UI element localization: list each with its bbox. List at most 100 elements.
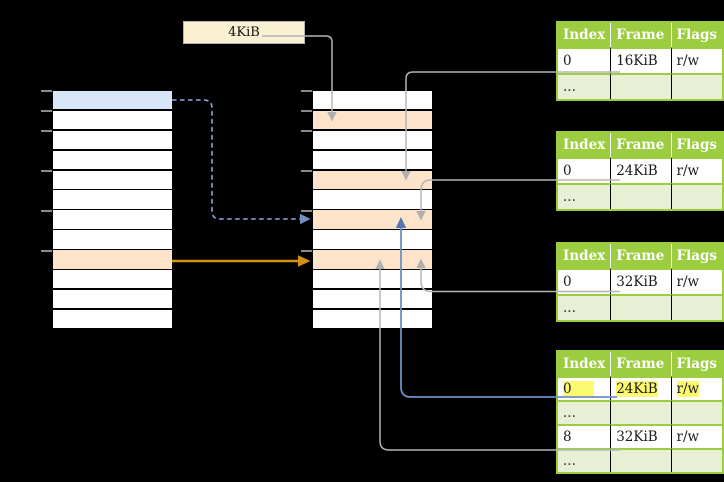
frame-cell: 32KiB (611, 268, 672, 294)
tick-mark (301, 110, 312, 112)
memory-row (53, 210, 172, 229)
memory-row (53, 150, 172, 170)
memory-row (53, 170, 172, 189)
arrowhead-right-icon (300, 213, 311, 225)
table-header-row: Index Frame Flags (558, 23, 722, 47)
flags-cell: r/w (671, 424, 722, 448)
memory-row (313, 130, 432, 150)
flags-cell (671, 448, 722, 472)
tick-mark (41, 210, 52, 212)
frame-cell (611, 448, 672, 472)
flags-cell: r/w (671, 376, 722, 400)
index-cell: 8 (558, 424, 612, 448)
index-cell: ... (558, 73, 612, 99)
tick-mark (41, 250, 52, 252)
flags-cell (671, 294, 722, 320)
highlighted-value: 24KiB (616, 381, 658, 397)
flags-cell: r/w (671, 47, 722, 73)
memory-row (53, 91, 172, 110)
header-flags: Flags (671, 133, 722, 157)
table-header-row: Index Frame Flags (558, 244, 722, 268)
frame-cell (611, 294, 672, 320)
frame-cell: 16KiB (611, 47, 672, 73)
memory-row (313, 230, 432, 249)
page-table-3: Index Frame Flags 0 32KiB r/w ... (556, 242, 724, 322)
tick-mark (41, 110, 52, 112)
flags-cell (671, 183, 722, 209)
tick-mark (301, 130, 312, 132)
tick-mark (41, 170, 52, 172)
memory-row (313, 250, 432, 269)
header-flags: Flags (671, 23, 722, 47)
memory-row (313, 190, 432, 209)
index-cell: 0 (558, 376, 612, 400)
header-frame: Frame (611, 133, 672, 157)
page-table-4: Index Frame Flags 0 24KiB r/w ... 8 32Ki… (556, 350, 724, 474)
table-row: ... (558, 183, 722, 209)
tick-mark (301, 90, 312, 92)
memory-row (313, 270, 432, 289)
table-row: ... (558, 448, 722, 472)
index-cell: ... (558, 448, 612, 472)
table-row-highlighted: 0 24KiB r/w (558, 376, 722, 400)
memory-row (53, 309, 172, 329)
header-flags: Flags (671, 352, 722, 376)
frame-cell: 32KiB (611, 424, 672, 448)
flags-cell (671, 73, 722, 99)
table-row: 0 16KiB r/w (558, 47, 722, 73)
tick-mark (301, 170, 312, 172)
header-frame: Frame (611, 244, 672, 268)
table-header-row: Index Frame Flags (558, 133, 722, 157)
header-index: Index (558, 244, 612, 268)
frame-cell: 24KiB (611, 157, 672, 183)
virtual-memory-column (53, 91, 172, 329)
memory-row (313, 210, 432, 229)
table-row: ... (558, 400, 722, 424)
tick-mark (41, 90, 52, 92)
memory-row (313, 289, 432, 309)
memory-row (313, 170, 432, 189)
header-frame: Frame (611, 352, 672, 376)
index-cell: ... (558, 294, 612, 320)
table-row: ... (558, 294, 722, 320)
index-cell: ... (558, 400, 612, 424)
highlighted-value: 0 (563, 381, 594, 397)
flags-cell (671, 400, 722, 424)
tick-mark (41, 130, 52, 132)
table-row: 0 24KiB r/w (558, 157, 722, 183)
table-header-row: Index Frame Flags (558, 352, 722, 376)
table-row: 0 32KiB r/w (558, 268, 722, 294)
page-table-2: Index Frame Flags 0 24KiB r/w ... (556, 131, 724, 211)
header-index: Index (558, 133, 612, 157)
memory-row (313, 91, 432, 110)
memory-row (53, 190, 172, 209)
index-cell: 0 (558, 268, 612, 294)
arrow-left-row1-to-frame7 (172, 99, 311, 225)
index-cell: 0 (558, 47, 612, 73)
index-cell: 0 (558, 157, 612, 183)
table-row: 8 32KiB r/w (558, 424, 722, 448)
page-size-label: 4KiB (183, 21, 305, 44)
memory-row (53, 110, 172, 130)
memory-row (53, 270, 172, 289)
header-flags: Flags (671, 244, 722, 268)
header-frame: Frame (611, 23, 672, 47)
header-index: Index (558, 23, 612, 47)
flags-cell: r/w (671, 268, 722, 294)
frame-cell (611, 73, 672, 99)
header-index: Index (558, 352, 612, 376)
memory-row (313, 150, 432, 170)
memory-row (313, 309, 432, 329)
frame-cell (611, 183, 672, 209)
index-cell: ... (558, 183, 612, 209)
table-row: ... (558, 73, 722, 99)
arrowhead-right-icon (298, 255, 311, 267)
memory-row (53, 230, 172, 249)
memory-row (53, 250, 172, 269)
flags-cell: r/w (671, 157, 722, 183)
arrow-left-row9-to-frame9 (172, 255, 311, 267)
memory-row (53, 130, 172, 150)
tick-mark (301, 250, 312, 252)
page-size-text: 4KiB (228, 25, 260, 40)
